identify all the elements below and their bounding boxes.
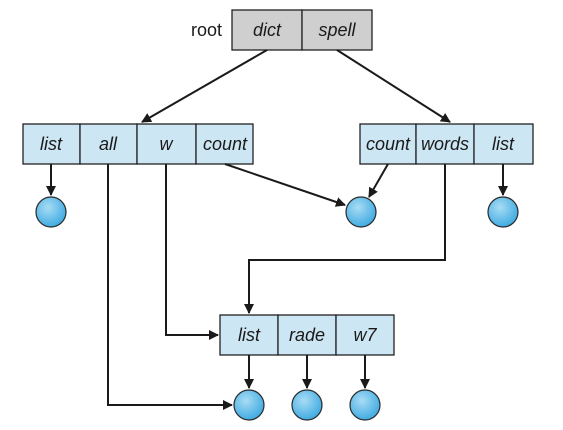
bottom-directory: list rade w7 [219, 314, 395, 356]
file-node-circle-shared-count [345, 196, 377, 228]
edge-w-to-bottom-directory [165, 164, 219, 340]
root-label: root [191, 20, 222, 40]
edge-left-count-to-shared-node [224, 163, 346, 207]
right-cell-words [415, 123, 475, 165]
edges [46, 49, 508, 410]
file-node-circle-left-list [35, 196, 67, 228]
root-directory: root dict spell [191, 9, 373, 51]
left-cell-list-label: list [40, 134, 63, 154]
right-cell-list-label: list [492, 134, 515, 154]
left-cell-count [195, 123, 254, 165]
file-nodes [35, 196, 519, 421]
file-node-circle-w7 [349, 389, 381, 421]
root-cell-spell [301, 9, 373, 51]
file-node-circle-rade [291, 389, 323, 421]
edge-words-to-bottom-directory [244, 164, 446, 314]
left-cell-count-label: count [203, 134, 248, 154]
bottom-cell-list-label: list [238, 325, 261, 345]
file-node-circle-right-list [487, 196, 519, 228]
root-cell-dict-label: dict [253, 20, 282, 40]
right-directory: count words list [359, 123, 534, 165]
edge-dict-to-left-directory [141, 49, 268, 123]
left-directory: list all w count [22, 123, 254, 165]
root-cell-spell-label: spell [318, 20, 356, 40]
right-cell-count-label: count [366, 134, 411, 154]
edge-all-to-bottom-list-node [107, 164, 233, 410]
edge-right-count-to-shared-node [368, 163, 389, 198]
root-cell-dict [231, 9, 303, 51]
bottom-cell-list [219, 314, 279, 356]
bottom-cell-w7-label: w7 [353, 325, 377, 345]
left-cell-w-label: w [160, 134, 174, 154]
right-cell-words-label: words [421, 134, 469, 154]
edge-spell-to-right-directory [336, 49, 451, 123]
bottom-cell-rade-label: rade [289, 325, 325, 345]
left-cell-all-label: all [99, 134, 118, 154]
bottom-cell-w7 [335, 314, 395, 356]
file-node-circle-bottom-list [233, 389, 265, 421]
